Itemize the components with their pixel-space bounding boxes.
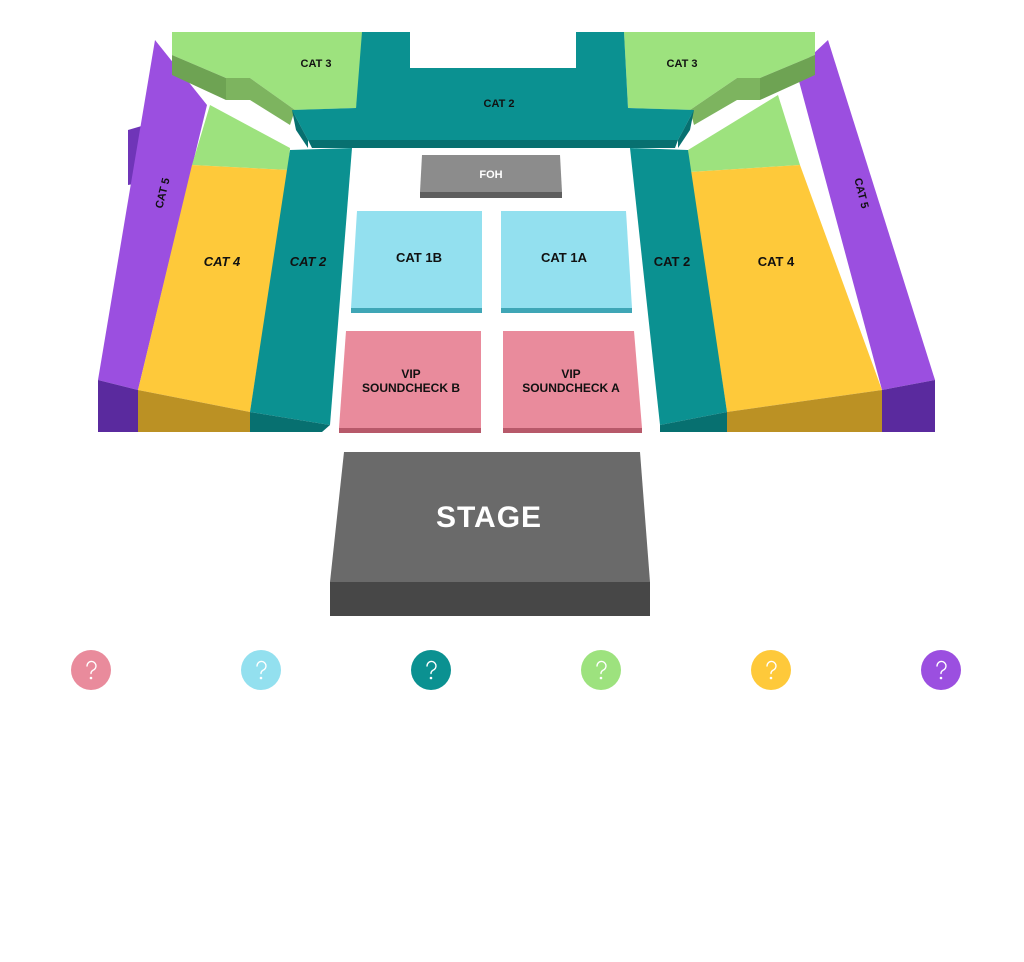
info-icon (936, 660, 947, 680)
legend-item-cat5 (856, 650, 1024, 704)
vip-a-label-line1: VIP (561, 367, 580, 381)
info-icon (86, 660, 97, 680)
legend-dot-cat1[interactable] (241, 650, 281, 690)
cat3-left-label: CAT 3 (301, 58, 332, 70)
price-legend (0, 650, 1024, 760)
section-cat4-right[interactable]: CAT 4 (690, 165, 882, 432)
stage-label: STAGE (436, 501, 542, 534)
cat4-left-label: CAT 4 (204, 254, 241, 269)
legend-item-cat4 (686, 650, 856, 704)
info-icon (426, 660, 437, 680)
section-cat1a[interactable]: CAT 1A (501, 211, 632, 313)
legend-dot-cat2[interactable] (411, 650, 451, 690)
legend-item-cat1 (176, 650, 346, 704)
cat3-right-label: CAT 3 (667, 58, 698, 70)
vip-b-label-line2: SOUNDCHECK B (362, 381, 460, 395)
cat2-right-label: CAT 2 (654, 254, 691, 269)
section-cat2-right[interactable]: CAT 2 (630, 148, 727, 432)
legend-item-cat2 (346, 650, 516, 704)
section-cat4-left[interactable]: CAT 4 (138, 165, 288, 432)
info-icon (766, 660, 777, 680)
section-cat3-right[interactable]: CAT 3 (624, 32, 815, 172)
cat1a-label: CAT 1A (541, 250, 588, 265)
section-vip-soundcheck-a[interactable]: VIP SOUNDCHECK A (503, 331, 642, 433)
info-icon (596, 660, 607, 680)
section-vip-soundcheck-b[interactable]: VIP SOUNDCHECK B (339, 331, 481, 433)
cat4-right-label: CAT 4 (758, 254, 795, 269)
section-cat2-left[interactable]: CAT 2 (250, 148, 352, 432)
vip-a-label-line2: SOUNDCHECK A (522, 381, 620, 395)
section-cat5-right[interactable]: CAT 5 (796, 40, 935, 432)
legend-dot-cat4[interactable] (751, 650, 791, 690)
cat2-top-label: CAT 2 (484, 98, 515, 110)
section-cat3-left[interactable]: CAT 3 (172, 32, 365, 170)
legend-dot-cat3[interactable] (581, 650, 621, 690)
cat2-left-label: CAT 2 (290, 254, 327, 269)
legend-item-cat3 (516, 650, 686, 704)
foh-booth: FOH (420, 155, 562, 198)
vip-b-label-line1: VIP (401, 367, 420, 381)
foh-label: FOH (479, 169, 502, 181)
stage: STAGE (330, 452, 650, 616)
section-cat2-top[interactable]: CAT 2 (292, 32, 694, 148)
legend-item-vip (6, 650, 176, 704)
info-icon (256, 660, 267, 680)
section-cat5-left[interactable]: CAT 5 (98, 40, 207, 432)
legend-dot-cat5[interactable] (921, 650, 961, 690)
section-cat1b[interactable]: CAT 1B (351, 211, 482, 313)
cat1b-label: CAT 1B (396, 250, 442, 265)
seat-map: CAT 5 CAT 5 CAT 3 CAT 3 CAT 2 CAT 4 (98, 32, 935, 616)
legend-dot-vip[interactable] (71, 650, 111, 690)
